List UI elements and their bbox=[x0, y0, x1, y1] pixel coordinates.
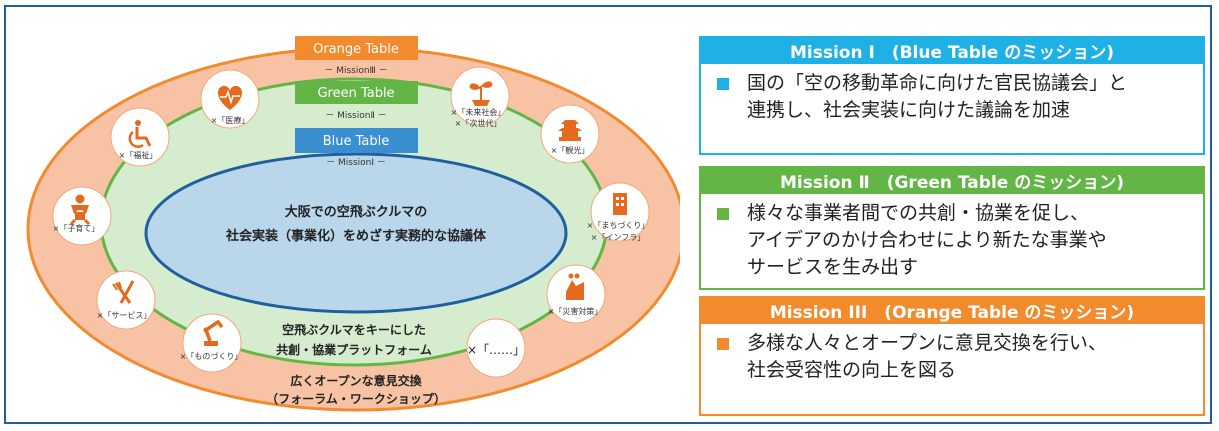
svg-text:×「サービス」: ×「サービス」 bbox=[97, 311, 152, 320]
blue-table-tag bbox=[295, 128, 418, 153]
svg-text:×「福祉」: ×「福祉」 bbox=[119, 150, 158, 160]
svg-text:×「医療」: ×「医療」 bbox=[211, 115, 250, 125]
castle-icon bbox=[558, 120, 582, 141]
bullet-icon bbox=[717, 208, 729, 220]
orange-band-text-line2: （フォーラム・ワークショップ） bbox=[266, 391, 446, 406]
center-text-line1: 大阪での空飛ぶクルマの bbox=[285, 204, 428, 220]
heart-pulse-icon bbox=[217, 85, 243, 110]
bullet-icon bbox=[717, 338, 729, 350]
orange-band-text-line1: 広くオープンな意見交換 bbox=[290, 373, 422, 388]
blue-table-mission: － MissionⅠ － bbox=[326, 158, 386, 168]
green-table-mission: － MissionⅡ － bbox=[325, 111, 387, 121]
mission-2-text: 様々な事業者間での共創・協業を促し、 アイデアのかけ合わせにより新たな事業や サ… bbox=[747, 202, 1107, 278]
blue-table-ellipse bbox=[144, 152, 568, 314]
green-table-label: Green Table bbox=[317, 86, 394, 101]
svg-text:×「災害対策」: ×「災害対策」 bbox=[548, 306, 603, 316]
sprout-icon bbox=[469, 81, 493, 106]
svg-text:×「子育て」: ×「子育て」 bbox=[53, 223, 100, 233]
mission-3-text: 多様な人々とオープンに意見交換を行い、 社会受容性の向上を図る bbox=[747, 332, 1107, 381]
baby-icon bbox=[69, 194, 91, 226]
mission-2-title: Mission Ⅱ (Green Table のミッション) bbox=[699, 166, 1205, 194]
mission-1-box: Mission Ⅰ (Blue Table のミッション) 国の「空の移動革命に… bbox=[699, 36, 1205, 155]
svg-text:×「次世代」: ×「次世代」 bbox=[455, 118, 502, 128]
blue-table-label: Blue Table bbox=[323, 134, 390, 149]
mission-1-title: Mission Ⅰ (Blue Table のミッション) bbox=[699, 36, 1205, 64]
node-more: ×「……」 bbox=[466, 318, 526, 378]
node-medical: ×「医療」 bbox=[200, 69, 260, 129]
orange-table-tag bbox=[295, 36, 418, 60]
mission-2-box: Mission Ⅱ (Green Table のミッション) 様々な事業者間での… bbox=[699, 166, 1205, 290]
svg-text:×「まちづくり」: ×「まちづくり」 bbox=[587, 221, 650, 230]
svg-text:×「観光」: ×「観光」 bbox=[551, 145, 590, 155]
tables-diagram: Orange Table － MissionⅢ － Green Table － … bbox=[26, 36, 680, 412]
svg-text:×「インフラ」: ×「インフラ」 bbox=[591, 233, 645, 242]
green-band-text-line2: 共創・協業プラットフォーム bbox=[276, 342, 432, 357]
svg-text:×「ものづくり」: ×「ものづくり」 bbox=[180, 352, 243, 361]
node-manufacturing: ×「ものづくり」 bbox=[180, 313, 243, 373]
orange-table-label: Orange Table bbox=[313, 42, 399, 57]
node-disaster: ×「災害対策」 bbox=[546, 264, 606, 324]
mission-1-text: 国の「空の移動革命に向けた官民協議会」と 連携し、社会実装に向けた議論を加速 bbox=[747, 72, 1128, 121]
robot-arm-icon bbox=[203, 319, 224, 346]
orange-table-mission: － MissionⅢ － bbox=[324, 66, 387, 76]
fork-knife-icon bbox=[112, 280, 135, 304]
svg-text:×「……」: ×「……」 bbox=[467, 343, 525, 357]
node-town: ×「まちづくり」 ×「インフラ」 bbox=[587, 182, 650, 242]
green-band-text-line1: 空飛ぶクルマをキーにした bbox=[282, 322, 426, 337]
building-icon bbox=[613, 193, 627, 215]
mission-3-title: Mission III (Orange Table のミッション) bbox=[699, 296, 1205, 324]
bullet-icon bbox=[717, 78, 729, 90]
disaster-icon bbox=[566, 273, 584, 300]
svg-text:×「未来社会」: ×「未来社会」 bbox=[451, 107, 506, 117]
green-table-tag bbox=[295, 81, 418, 104]
center-text-line2: 社会実装（事業化）をめざす実務的な協議体 bbox=[225, 228, 487, 244]
node-childcare: ×「子育て」 bbox=[52, 186, 112, 246]
node-tourism: ×「観光」 bbox=[540, 104, 600, 164]
node-welfare: ×「福祉」 bbox=[110, 107, 170, 167]
mission-3-box: Mission III (Orange Table のミッション) 多様な人々と… bbox=[699, 296, 1205, 416]
node-service: ×「サービス」 bbox=[96, 270, 156, 330]
wheelchair-icon bbox=[128, 120, 152, 148]
node-future: ×「未来社会」 ×「次世代」 bbox=[450, 66, 510, 128]
